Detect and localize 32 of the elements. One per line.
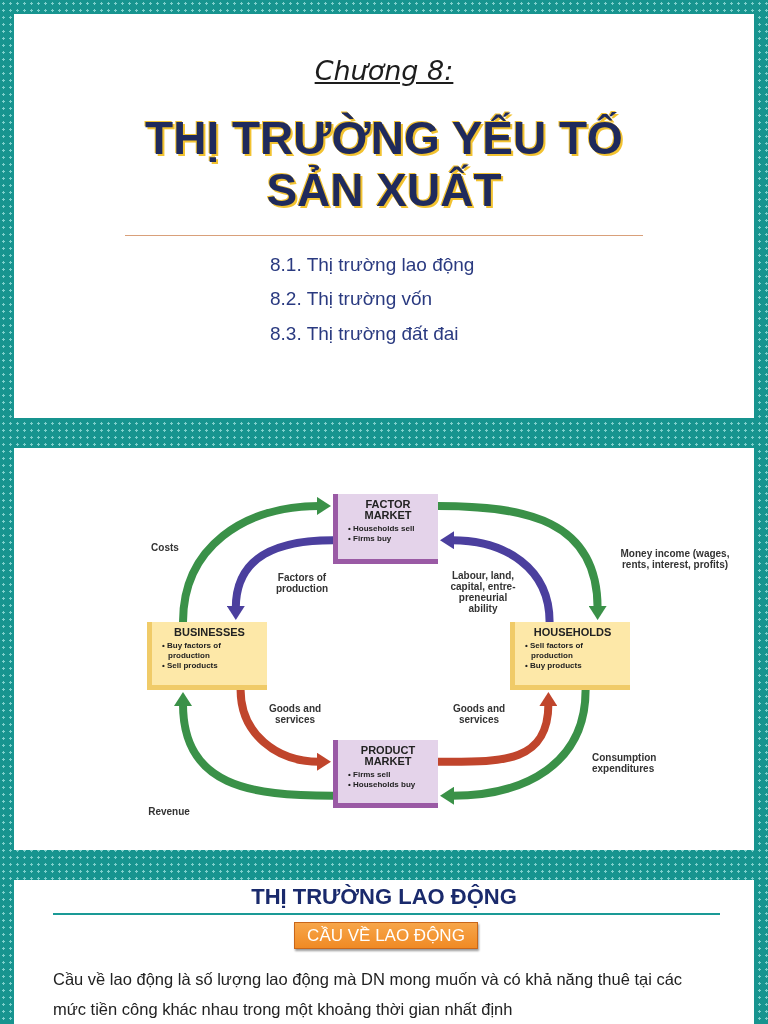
flow-arrow [174,692,334,800]
market-box [333,494,438,564]
market-box [333,740,438,808]
sector-box [147,622,267,690]
banner: CẦU VỀ LAO ĐỘNG [294,922,478,949]
flow-arrow [437,501,607,620]
box-heading: PRODUCT MARKET [359,745,417,767]
bullet-item: • Firms buy [348,534,393,544]
box-heading: HOUSEHOLDS [532,627,613,638]
chapter-label: Chương 8: [314,55,454,86]
flow-arrow [179,497,331,623]
flow-arrow [438,692,558,766]
bullet-item: • Buy products [525,661,583,671]
flow-arrow [236,689,331,771]
slide-title: THỊ TRƯỜNG YẾU TỐ SẢN XUẤT [144,112,624,216]
bullet-item: • Households buy [348,780,417,790]
flow-arrow [226,536,334,620]
bullet-item: • Sell factors of production [525,641,584,661]
bullet-item: • Sell products [162,661,219,671]
box-heading: FACTOR MARKET [363,499,413,521]
bullet-item: • Firms sell [348,770,392,780]
bullet-item: • Buy factors of production [162,641,222,661]
paragraph: Cầu về lao động là số lượng lao động mà DN mong muốn và có khả năng thuê tại các mức tiền công khác nhau trong một khoảng thời gian nhất định [53,969,684,1020]
section-item: 8.1. Thị trường lao động [270,254,475,276]
flow-arrow [440,531,554,623]
edge-label: Costs [148,542,182,553]
sector-box [510,622,630,690]
section-item: 8.2. Thị trường vốn [270,288,433,310]
flow-arrow [440,689,590,805]
section-item: 8.3. Thị trường đất đai [270,323,459,345]
box-heading: BUSINESSES [173,627,246,638]
bullet-item: • Households sell [348,524,416,534]
